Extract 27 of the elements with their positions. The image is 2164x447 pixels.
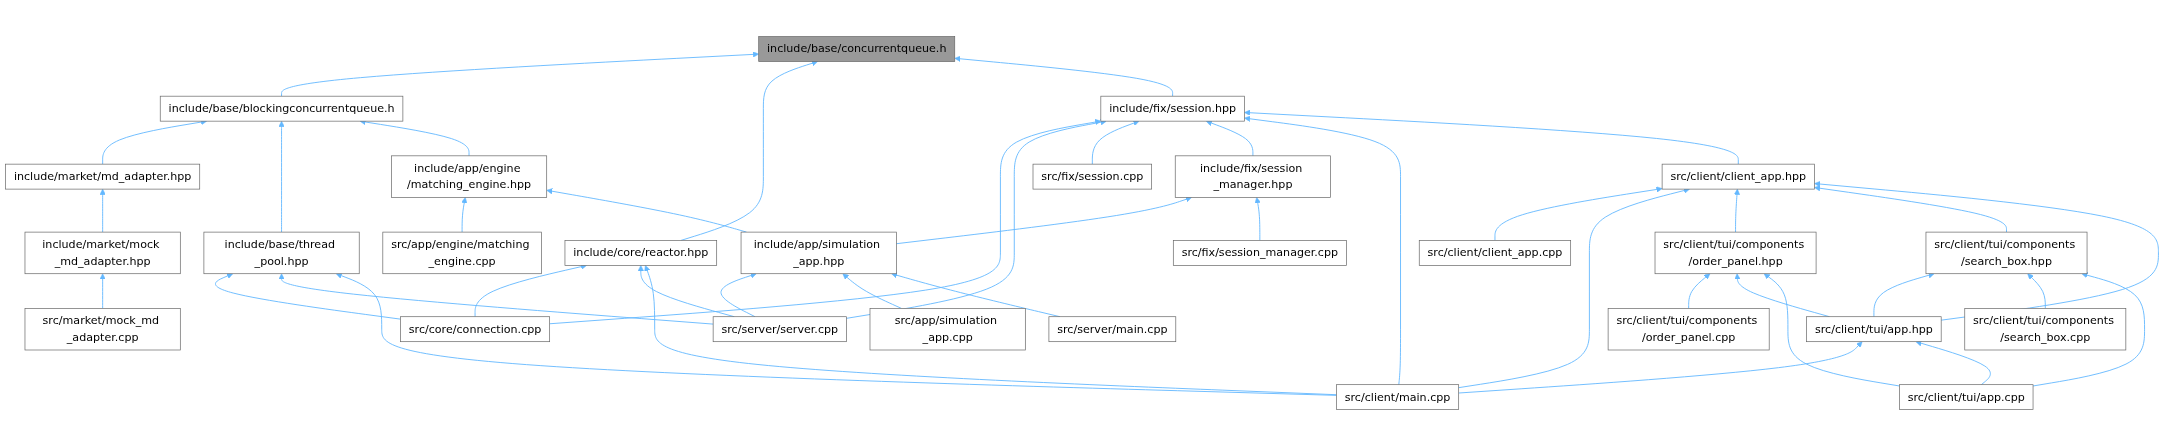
node-box: src/app/engine/matching _engine.cpp	[382, 232, 542, 275]
node-box: src/client/client_app.cpp	[1418, 240, 1571, 267]
node-box: src/client/client_app.hpp	[1661, 164, 1815, 190]
node-box: src/client/tui/components /search_box.cpp	[1964, 308, 2127, 351]
node-box: include/base/thread _pool.hpp	[203, 232, 360, 275]
node-box: include/market/md_adapter.hpp	[5, 164, 201, 190]
node-box: src/client/tui/app.cpp	[1899, 384, 2034, 411]
node-box: src/client/main.cpp	[1336, 384, 1460, 411]
node-box: src/client/tui/app.hpp	[1806, 316, 1942, 343]
node-box: src/client/tui/components /order_panel.hpp	[1654, 232, 1817, 275]
node-box: include/fix/session _manager.hpp	[1174, 155, 1331, 199]
node-box: src/fix/session_manager.cpp	[1172, 240, 1347, 267]
node-box: include/base/blockingconcurrentqueue.h	[159, 96, 404, 122]
node-box: src/app/simulation _app.cpp	[869, 308, 1026, 351]
node-box: src/core/connection.cpp	[400, 316, 550, 343]
node-box: src/client/tui/components /order_panel.cpp	[1607, 308, 1770, 351]
node-box: include/app/simulation _app.hpp	[740, 232, 897, 275]
node-box: src/market/mock_md _adapter.cpp	[24, 308, 181, 351]
node-box: include/core/reactor.hpp	[564, 240, 718, 267]
node-box: src/fix/session.cpp	[1032, 164, 1152, 190]
node-box: include/fix/session.hpp	[1100, 96, 1245, 122]
node-box: src/client/tui/components /search_box.hpp	[1925, 232, 2088, 275]
node-box: include/base/concurrentqueue.h	[758, 36, 956, 63]
node-box: src/server/main.cpp	[1048, 316, 1177, 343]
node-box: include/market/mock _md_adapter.hpp	[24, 232, 181, 275]
node-box: include/app/engine /matching_engine.hpp	[391, 155, 548, 199]
node-box: src/server/server.cpp	[712, 316, 847, 343]
